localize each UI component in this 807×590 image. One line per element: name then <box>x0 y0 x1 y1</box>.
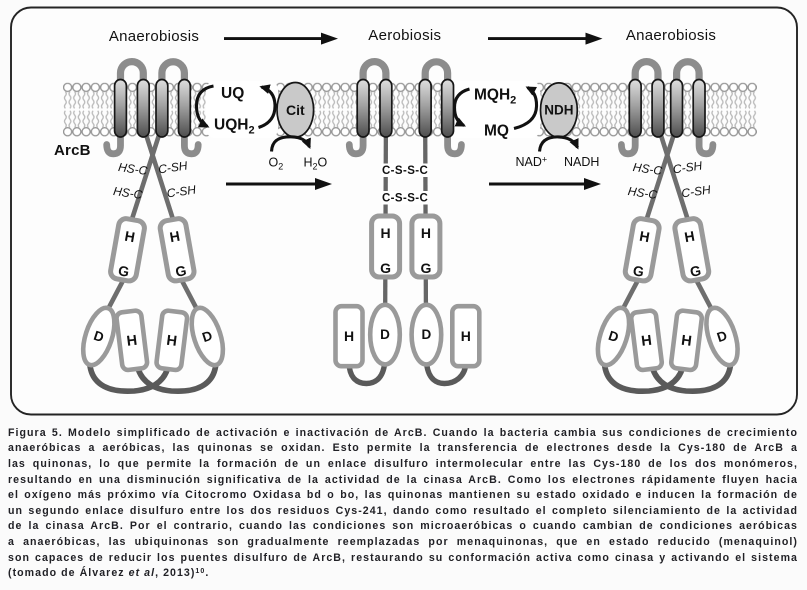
svg-text:H: H <box>640 333 652 350</box>
svg-text:C-SH: C-SH <box>672 158 703 176</box>
svg-text:G: G <box>117 262 131 280</box>
svg-text:C-S-S-C: C-S-S-C <box>382 165 428 177</box>
svg-text:C-SH: C-SH <box>680 182 711 200</box>
svg-text:H: H <box>166 333 178 350</box>
svg-text:D: D <box>715 328 729 345</box>
svg-text:Cit: Cit <box>286 102 305 118</box>
svg-text:ArcB: ArcB <box>54 142 91 159</box>
svg-text:G: G <box>689 262 703 280</box>
svg-text:D: D <box>92 328 106 345</box>
svg-text:NAD+: NAD+ <box>516 155 548 170</box>
svg-text:C-SH: C-SH <box>166 182 197 200</box>
svg-text:D: D <box>200 328 214 345</box>
svg-text:HS-C: HS-C <box>117 160 148 178</box>
svg-text:H: H <box>421 225 431 241</box>
svg-text:H: H <box>168 228 181 246</box>
svg-text:MQH2: MQH2 <box>474 87 516 107</box>
svg-text:NADH: NADH <box>564 155 599 169</box>
svg-text:Anaerobiosis: Anaerobiosis <box>626 27 716 44</box>
svg-text:D: D <box>380 327 390 342</box>
svg-text:H: H <box>461 328 471 344</box>
svg-text:H: H <box>123 228 136 246</box>
svg-text:H: H <box>638 228 651 246</box>
svg-text:Aerobiosis: Aerobiosis <box>368 27 441 44</box>
svg-text:C-S-S-C: C-S-S-C <box>382 193 428 205</box>
svg-text:D: D <box>422 327 432 342</box>
svg-text:H2O: H2O <box>304 156 328 172</box>
svg-text:HS-C: HS-C <box>627 184 658 202</box>
svg-text:G: G <box>380 260 391 276</box>
svg-text:G: G <box>174 262 188 280</box>
svg-text:MQ: MQ <box>484 123 509 140</box>
svg-text:C-SH: C-SH <box>157 158 188 176</box>
svg-text:H: H <box>126 333 138 350</box>
svg-text:UQH2: UQH2 <box>214 117 255 137</box>
svg-text:G: G <box>420 260 431 276</box>
svg-text:NDH: NDH <box>544 103 573 118</box>
svg-text:Anaerobiosis: Anaerobiosis <box>109 28 199 45</box>
svg-text:HS-C: HS-C <box>112 184 143 202</box>
svg-text:UQ: UQ <box>221 85 244 102</box>
svg-text:G: G <box>632 262 646 280</box>
svg-text:HS-C: HS-C <box>632 160 663 178</box>
svg-text:H: H <box>683 228 696 246</box>
svg-text:H: H <box>344 328 354 344</box>
svg-text:D: D <box>607 328 621 345</box>
svg-text:H: H <box>680 333 692 350</box>
svg-text:H: H <box>381 225 391 241</box>
